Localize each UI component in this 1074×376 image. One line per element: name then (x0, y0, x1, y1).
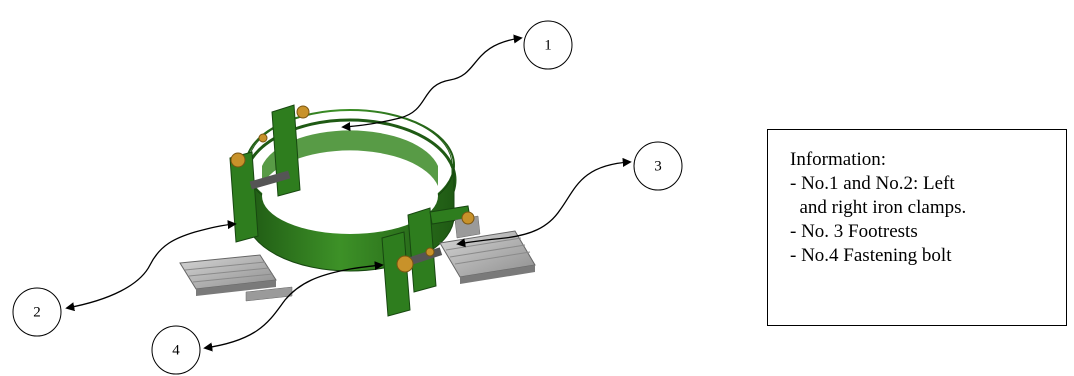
info-line-3: - No. 3 Footrests (790, 221, 918, 242)
left-footrest (179, 254, 293, 302)
callout-2-arrow (65, 220, 237, 312)
callout-2: 2 (12, 220, 237, 337)
callout-1-arrow (341, 34, 523, 132)
info-line-1: - No.1 and No.2: Left (790, 173, 955, 194)
callout-3: 3 (456, 141, 683, 248)
callout-1: 1 (341, 20, 573, 132)
info-title: Information: (790, 149, 887, 170)
callout-4-number: 4 (172, 342, 180, 358)
left-clamp-lug (229, 104, 301, 243)
right-footrest (439, 215, 536, 284)
callout-3-number: 3 (654, 158, 662, 174)
callout-4: 4 (151, 261, 384, 375)
information-box: Information: - No.1 and No.2: Left and r… (767, 129, 1067, 326)
callout-4-arrow (203, 261, 384, 352)
callout-3-arrow (456, 157, 632, 248)
info-line-2: and right iron clamps. (790, 197, 967, 218)
callout-1-number: 1 (544, 37, 552, 53)
info-line-4: - No.4 Fastening bolt (790, 245, 952, 266)
callout-2-number: 2 (33, 304, 41, 320)
